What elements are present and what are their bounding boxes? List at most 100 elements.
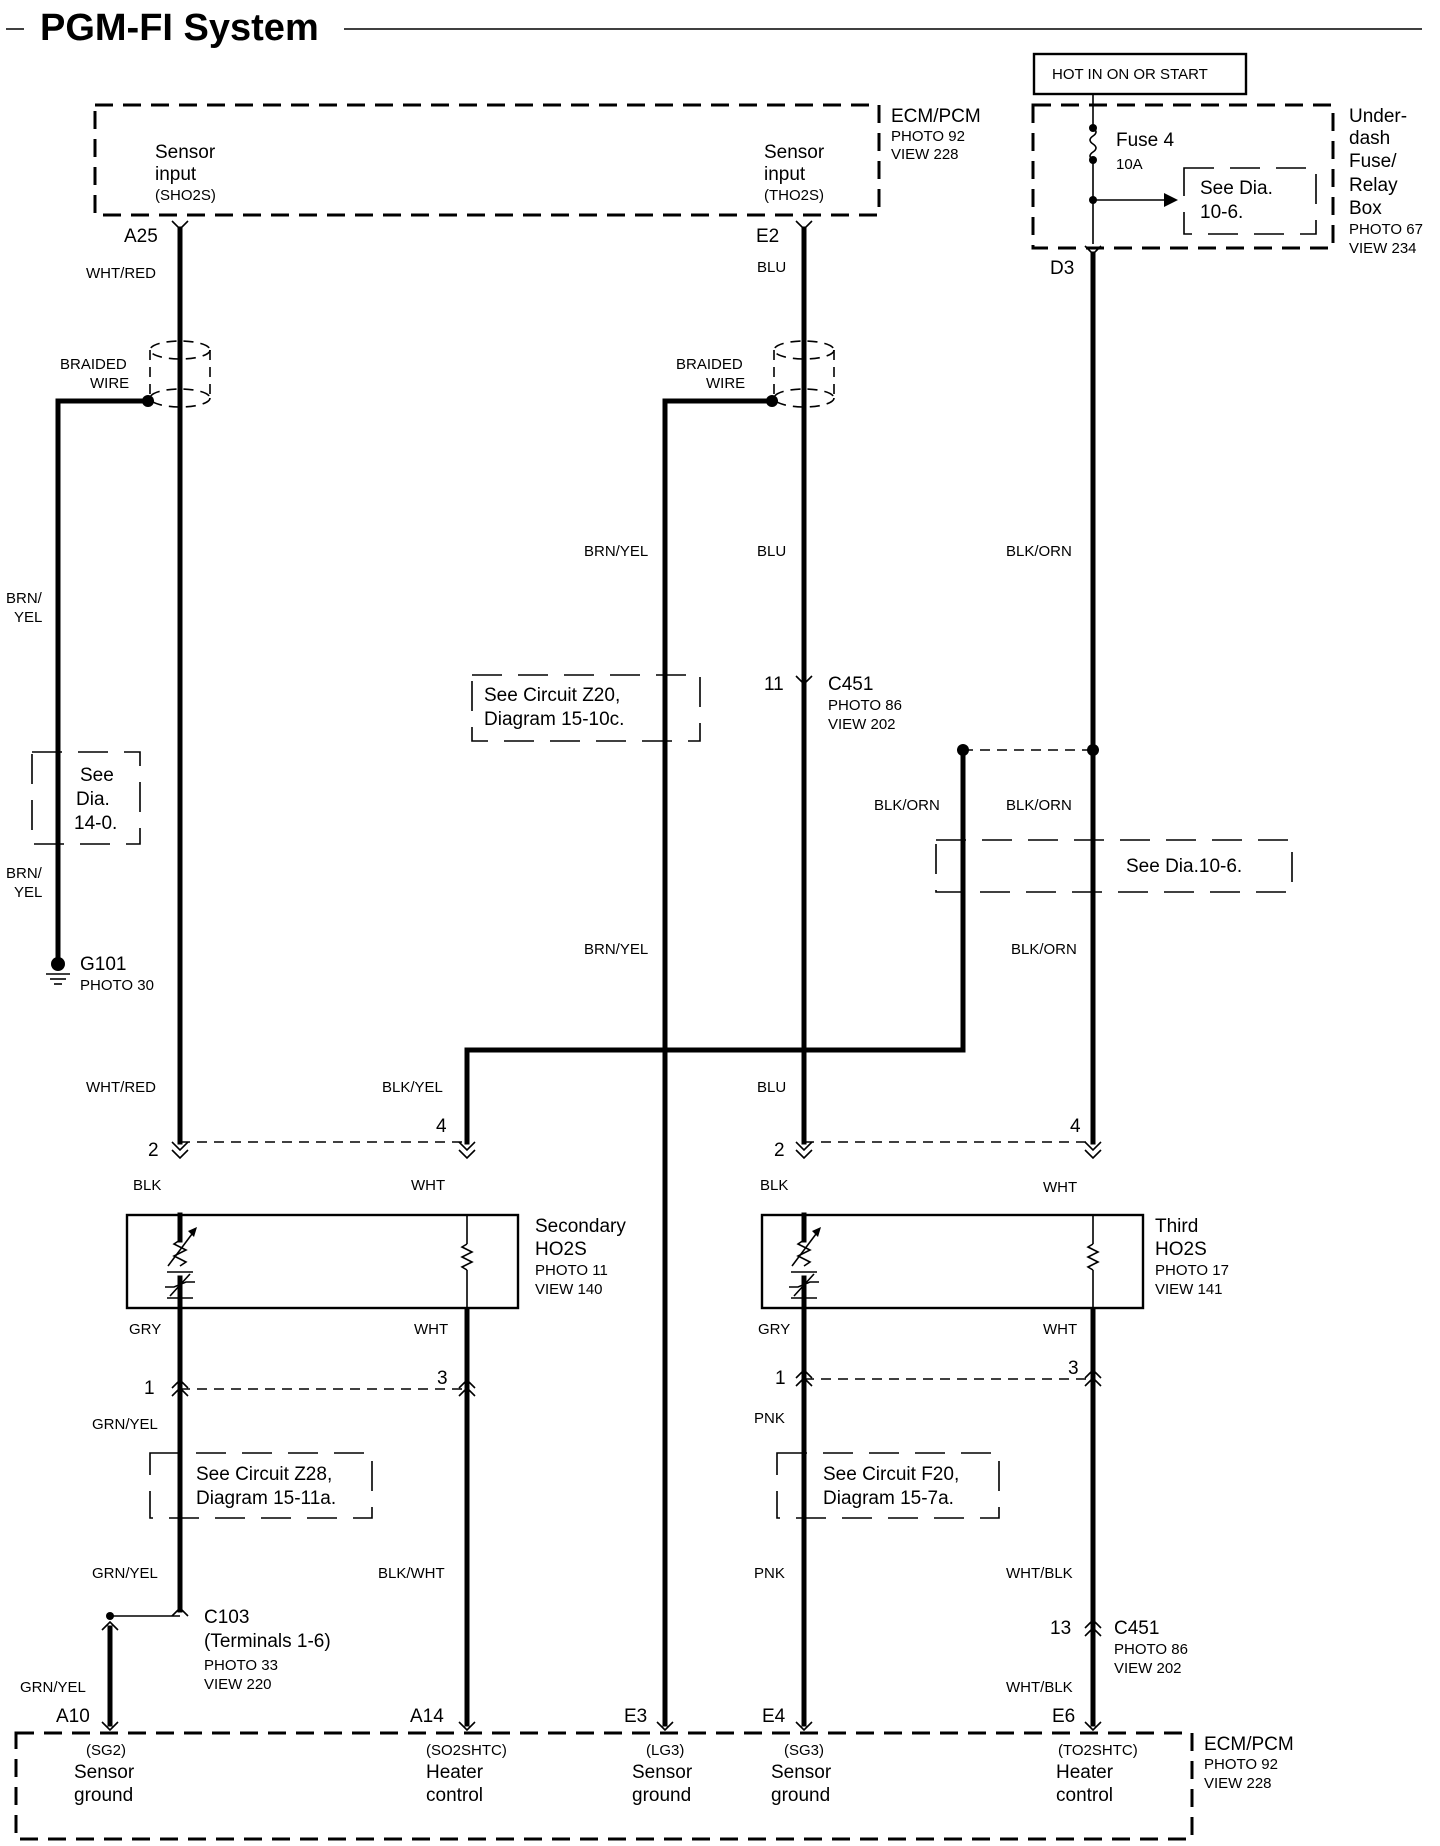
secondary-ho2s-name-2: HO2S (535, 1239, 587, 1260)
pin-1-right-terminal (795, 1368, 813, 1387)
ecm-top-left-code: (SHO2S) (155, 187, 216, 204)
fuse-box-photo: PHOTO 67 (1349, 221, 1423, 238)
pin-3-left: 3 (437, 1368, 448, 1389)
pin-4-right-terminal (1084, 1141, 1102, 1160)
pin-a25: A25 (124, 226, 158, 247)
pin-2-right-terminal (795, 1141, 813, 1160)
c103-node (106, 1612, 114, 1620)
ecm-top-box (93, 103, 881, 217)
ecm-top-left-label-2: input (155, 164, 197, 185)
pin-4-left: 4 (436, 1116, 447, 1137)
e6-label-1: Heater (1056, 1762, 1114, 1783)
third-ho2s-photo: PHOTO 17 (1155, 1262, 1229, 1279)
fuse-symbol (1089, 127, 1097, 161)
pin-a14: A14 (410, 1706, 444, 1727)
c103-terms: (Terminals 1-6) (204, 1631, 331, 1652)
splice-node-left (957, 744, 969, 756)
label-blk-yel: BLK/YEL (382, 1079, 443, 1096)
pin-3-right: 3 (1068, 1358, 1079, 1379)
label-blk-orn-branch: BLK/ORN (874, 797, 940, 814)
hot-label-box (1032, 52, 1248, 96)
label-brn-yel-mid-1: BRN/YEL (584, 543, 648, 560)
label-wht-right-bottom: WHT (1043, 1321, 1077, 1338)
ecm-top-right-label-1: Sensor (764, 142, 825, 163)
see-z20-1: See Circuit Z20, (484, 685, 620, 706)
pin-d3: D3 (1050, 258, 1074, 279)
ecm-bottom-name: ECM/PCM (1204, 1734, 1294, 1755)
braided-right-label-1: BRAIDED (676, 356, 743, 373)
see-dia-14-box (31, 751, 141, 845)
braided-left-label-1: BRAIDED (60, 356, 127, 373)
label-wht-red-top: WHT/RED (86, 265, 156, 282)
pin-2-right: 2 (774, 1140, 785, 1161)
label-gry-left: GRY (129, 1321, 161, 1338)
label-pnk-1: PNK (754, 1410, 785, 1427)
fuse-box-name-1: Under- (1349, 106, 1407, 127)
wire-brn-yel-left (55, 398, 151, 963)
label-brn-yel-left-1b: YEL (14, 609, 42, 626)
see-z20-2: Diagram 15-10c. (484, 709, 624, 730)
ecm-top-view: VIEW 228 (891, 146, 959, 163)
fuse-box (1031, 103, 1335, 250)
c103-jumper-terminal (101, 1620, 119, 1631)
label-grn-yel-1: GRN/YEL (92, 1416, 158, 1433)
third-ho2s-view: VIEW 141 (1155, 1281, 1223, 1298)
label-blu-mid: BLU (757, 543, 786, 560)
c451-lower-photo: PHOTO 86 (1114, 1641, 1188, 1658)
label-wht-blk-1: WHT/BLK (1006, 1565, 1073, 1582)
pin-e6-terminal (1084, 1721, 1102, 1732)
pin-e3-terminal (656, 1721, 674, 1732)
see-dia-fuse-box (1183, 167, 1317, 235)
third-ho2s-name-1: Third (1155, 1216, 1198, 1237)
c103-photo: PHOTO 33 (204, 1657, 278, 1674)
pin-e4-terminal (795, 1721, 813, 1732)
label-wht-right-top: WHT (1043, 1179, 1077, 1196)
see-dia-10-6-box (935, 839, 1293, 893)
c451-lower-name: C451 (1114, 1618, 1159, 1639)
ecm-top-name: ECM/PCM (891, 106, 981, 127)
pin-a14-terminal (458, 1721, 476, 1732)
see-z28-box (149, 1452, 373, 1519)
pin-e6: E6 (1052, 1706, 1075, 1727)
see-z28-2: Diagram 15-11a. (196, 1488, 336, 1509)
braided-right-node (766, 395, 778, 407)
fuse-box-name-4: Relay (1349, 175, 1398, 196)
third-ho2s-name-2: HO2S (1155, 1239, 1207, 1260)
see-dia-14-3: 14-0. (74, 813, 117, 834)
see-dia-fuse-1: See Dia. (1200, 178, 1273, 199)
ground-icon (46, 957, 70, 985)
label-wht-red-bottom: WHT/RED (86, 1079, 156, 1096)
e4-code: (SG3) (784, 1742, 824, 1759)
pin-e4: E4 (762, 1706, 786, 1727)
c103-name: C103 (204, 1607, 249, 1628)
c451-lower-view: VIEW 202 (1114, 1660, 1182, 1677)
label-grn-yel-3: GRN/YEL (20, 1679, 86, 1696)
splice-node-right (1087, 744, 1099, 756)
label-grn-yel-2: GRN/YEL (92, 1565, 158, 1582)
c451-upper-name: C451 (828, 674, 873, 695)
third-ho2s-sensor (760, 1212, 1145, 1311)
ecm-top-right-label-2: input (764, 164, 806, 185)
see-f20-box (776, 1452, 1000, 1519)
see-f20-2: Diagram 15-7a. (823, 1488, 954, 1509)
see-dia-14-2: Dia. (76, 789, 110, 810)
fuse-box-name-5: Box (1349, 198, 1382, 219)
pin-3-left-terminal (458, 1378, 476, 1397)
braided-shield-left (149, 340, 211, 408)
label-blk-left: BLK (133, 1177, 161, 1194)
braided-left-node (142, 395, 154, 407)
a14-label-2: control (426, 1785, 483, 1806)
c451-lower-terminal (1084, 1618, 1102, 1637)
label-pnk-2: PNK (754, 1565, 785, 1582)
fuse-name: Fuse 4 (1116, 130, 1175, 151)
fuse-node-bottom (1089, 156, 1097, 164)
see-dia-10-6: See Dia.10-6. (1126, 856, 1242, 877)
label-blk-right: BLK (760, 1177, 788, 1194)
c103-terminal (171, 1606, 189, 1617)
pin-1-left: 1 (144, 1378, 155, 1399)
a10-code: (SG2) (86, 1742, 126, 1759)
pin-a10-terminal (101, 1721, 119, 1732)
hot-label: HOT IN ON OR START (1052, 66, 1208, 83)
see-f20-1: See Circuit F20, (823, 1464, 959, 1485)
